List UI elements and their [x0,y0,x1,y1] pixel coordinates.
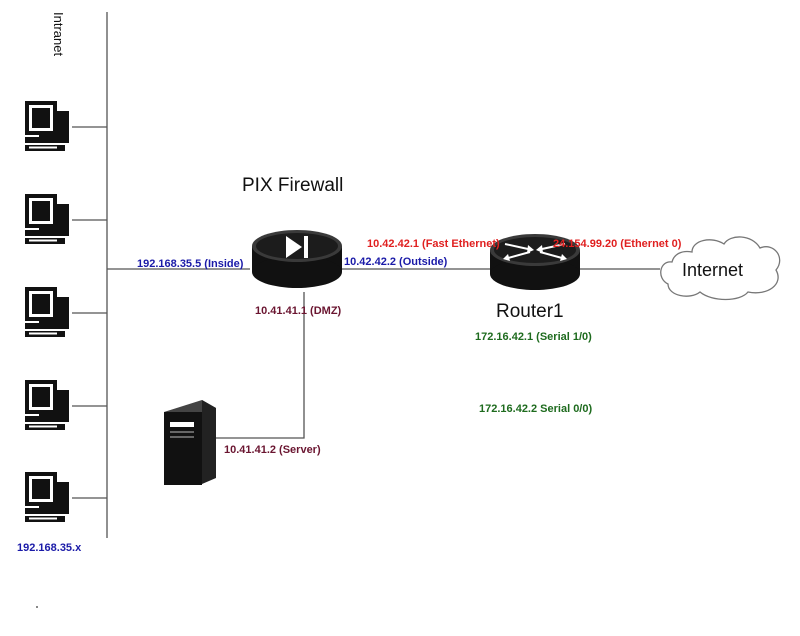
router-fast-ethernet-label: 10.42.42.1 (Fast Ethernet) [367,238,500,250]
internet-label: Internet [682,260,743,280]
dmz-link [214,292,305,439]
server-tower-icon [164,400,216,485]
outside-interface-label: 10.42.42.2 (Outside) [344,256,448,268]
desktop-computer-icon [25,380,69,430]
dmz-interface-label: 10.41.41.1 (DMZ) [255,305,342,317]
pix-firewall-icon [252,230,342,288]
router-icon [490,234,580,290]
internet-cloud-icon [660,236,781,301]
desktop-computer-icon [25,472,69,522]
router-ethernet0-label: 24.154.99.20 (Ethernet 0) [553,238,682,250]
stray-dot [36,606,38,608]
desktop-computer-icon [25,287,69,337]
desktop-computer-icon [25,194,69,244]
server-interface-label: 10.41.41.2 (Server) [224,444,321,456]
intranet-label: Intranet [51,12,66,56]
pix-firewall-label: PIX Firewall [242,175,343,196]
desktop-computer-icon [25,101,69,151]
router-serial-1-0-label: 172.16.42.1 (Serial 1/0) [475,331,592,343]
inside-interface-label: 192.168.35.5 (Inside) [137,258,244,270]
serial-0-0-label: 172.16.42.2 Serial 0/0) [479,403,592,415]
intranet-subnet-label: 192.168.35.x [17,542,82,554]
router1-label: Router1 [496,301,564,322]
